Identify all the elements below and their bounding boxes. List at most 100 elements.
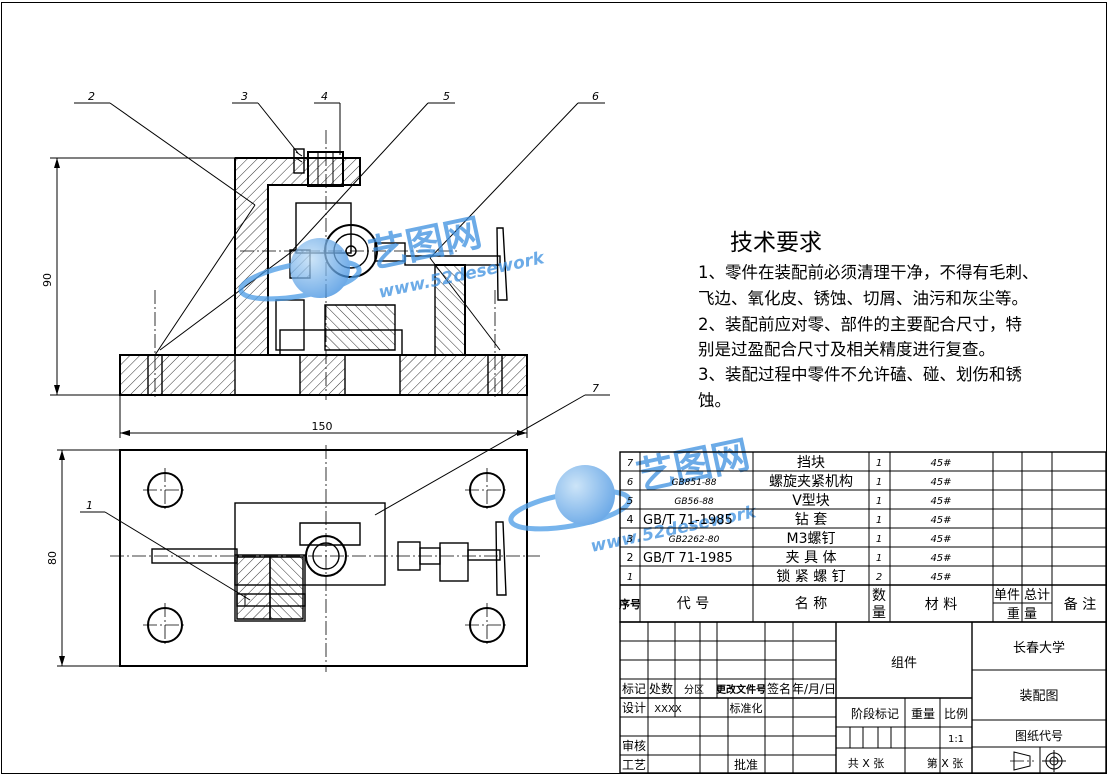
bom-qty: 1: [876, 477, 882, 488]
bom-code: GB851-88: [671, 478, 716, 488]
bom-name: 螺旋夹紧机构: [769, 474, 853, 490]
bom-code: GB56-88: [674, 497, 714, 507]
watermark-logo-2: 艺图网: [633, 432, 754, 499]
technical-requirements: 技术要求 1、零件在装配前必须清理干净，不得有毛刺、 飞边、氧化皮、锈蚀、切屑、…: [698, 230, 1039, 410]
part-leaders: 2 3 4 5 6 7 1: [74, 90, 610, 601]
tb-count: 处数: [649, 681, 673, 696]
tb-std: 标准化: [730, 701, 763, 715]
tb-zone: 分区: [684, 684, 704, 696]
watermark-2: 艺图网 www.52desework: [508, 432, 760, 557]
tb-scale-val: 1:1: [948, 734, 964, 745]
bom-h-remark: 备 注: [1064, 596, 1096, 613]
tech-line-1: 1、零件在装配前必须清理干净，不得有毛刺、: [698, 263, 1039, 282]
bom-table: 7 挡块 1 45# 6 GB851-88 螺旋夹紧机构 1 45# 5 GB5…: [619, 451, 1107, 623]
tb-designer: XXXX: [654, 704, 682, 715]
bom-no: 1: [627, 572, 633, 583]
bom-h-name: 名 称: [795, 596, 827, 612]
globe-icon: [290, 238, 350, 298]
bom-h-qty1: 数: [872, 588, 886, 604]
tb-doc: 更改文件号: [716, 683, 766, 696]
dim-height-front: 90: [41, 273, 54, 287]
bom-h-unit1: 单件: [994, 588, 1020, 603]
balloon-5: 5: [443, 90, 450, 103]
tb-date: 年/月/日: [792, 682, 836, 696]
tb-group: 组件: [891, 656, 917, 671]
bom-qty: 1: [876, 553, 882, 564]
tech-title: 技术要求: [730, 230, 822, 256]
tech-line-3: 2、装配前应对零、部件的主要配合尺寸，特: [698, 315, 1022, 334]
balloon-2: 2: [88, 90, 95, 103]
bom-name: 挡块: [797, 455, 825, 471]
bom-name: M3螺钉: [787, 531, 836, 547]
bom-row-6: 6 GB851-88 螺旋夹紧机构 1 45#: [627, 474, 952, 490]
bom-no: 5: [627, 496, 633, 507]
tb-code: 图纸代号: [1015, 729, 1063, 743]
tb-sign: 签名: [767, 681, 791, 696]
tb-sheets-total: 共 X 张: [848, 757, 885, 770]
globe-icon-2: [555, 465, 615, 525]
bom-h-material: 材 料: [925, 597, 957, 613]
bom-name: 钻 套: [795, 512, 827, 528]
tech-line-4: 别是过盈配合尺寸及相关精度进行复查。: [698, 340, 995, 359]
tech-line-5: 3、装配过程中零件不允许磕、碰、划伤和锈: [698, 365, 1022, 384]
balloon-7: 7: [592, 382, 599, 395]
bom-code: GB2262-80: [669, 535, 720, 545]
bom-no: 3: [627, 534, 633, 545]
bom-name: 夹 具 体: [786, 550, 837, 566]
tb-process: 工艺: [622, 758, 646, 772]
bom-material: 45#: [930, 553, 951, 564]
bom-row-3: 3 GB2262-80 M3螺钉 1 45#: [627, 531, 952, 547]
tb-weight: 重量: [911, 707, 935, 721]
bom-h-total1: 总计: [1024, 588, 1050, 603]
bom-material: 45#: [930, 572, 951, 583]
tech-line-6: 蚀。: [698, 391, 731, 410]
bom-material: 45#: [930, 515, 951, 526]
dim-width-front: 150: [312, 420, 333, 433]
bom-qty: 2: [876, 572, 882, 583]
bom-row-2: 2 GB/T 71-1985 夹 具 体 1 45#: [627, 550, 952, 566]
bom-name: V型块: [792, 493, 830, 509]
tb-mark: 标记: [622, 682, 646, 696]
bom-qty: 1: [876, 534, 882, 545]
tb-design: 设计: [622, 701, 646, 715]
projection-symbol-icon: [1010, 750, 1066, 772]
bom-no: 4: [627, 513, 634, 526]
tb-school: 长春大学: [1013, 640, 1065, 656]
balloon-3: 3: [241, 90, 248, 103]
bom-qty: 1: [876, 458, 882, 469]
bom-code: GB/T 71-1985: [643, 513, 733, 528]
balloon-6: 6: [592, 90, 599, 103]
bom-row-1: 1 锁 紧 螺 钉 2 45#: [627, 569, 952, 585]
bom-h-no: 序号: [619, 597, 641, 611]
bom-row-5: 5 GB56-88 V型块 1 45#: [627, 493, 952, 509]
balloon-1: 1: [86, 499, 93, 512]
bom-material: 45#: [930, 477, 951, 488]
bom-qty: 1: [876, 496, 882, 507]
bom-h-code: 代 号: [677, 596, 709, 612]
bom-material: 45#: [930, 458, 951, 469]
title-block: 标记 处数 分区 更改文件号 签名 年/月/日 设计 XXXX 标准化 审核 工…: [619, 621, 1107, 774]
bom-name: 锁 紧 螺 钉: [776, 569, 845, 585]
bom-row-7: 7 挡块 1 45#: [627, 455, 952, 471]
bom-no: 7: [627, 458, 634, 469]
top-view: 80: [46, 445, 540, 672]
tb-drawing: 装配图: [1019, 689, 1058, 704]
bom-no: 6: [627, 477, 633, 488]
bom-row-4: 4 GB/T 71-1985 钻 套 1 45#: [627, 512, 952, 528]
dim-height-top: 80: [46, 551, 59, 565]
bom-no: 2: [627, 551, 634, 564]
bom-h-qty2: 量: [872, 605, 886, 621]
tech-line-2: 飞边、氧化皮、锈蚀、切屑、油污和灰尘等。: [698, 289, 1028, 308]
tb-stage: 阶段标记: [851, 706, 899, 721]
tb-approve: 批准: [734, 757, 758, 772]
tb-check: 审核: [622, 738, 646, 753]
watermark-url-2: www.52desework: [589, 502, 760, 557]
watermark-1: 艺图网 www.52desework: [238, 210, 548, 303]
bom-code: GB/T 71-1985: [643, 551, 733, 566]
bom-h-unit2: 重 量: [1007, 606, 1037, 622]
bom-material: 45#: [930, 534, 951, 545]
balloon-4: 4: [321, 90, 328, 103]
tb-scale: 比例: [944, 707, 968, 721]
